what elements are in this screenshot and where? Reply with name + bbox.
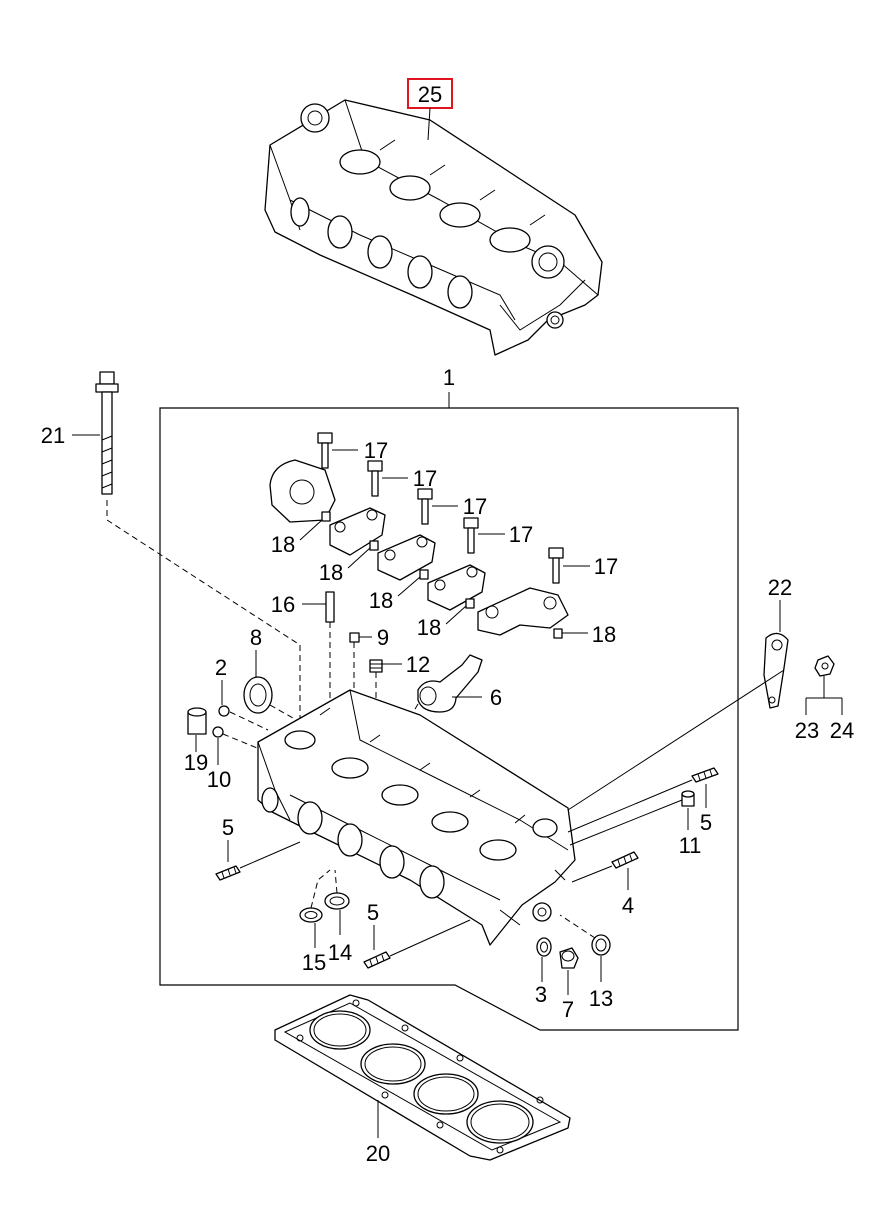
callout-19-label: 19 [184, 750, 208, 775]
plug-9 [349, 632, 360, 643]
callout-23-label: 23 [795, 718, 819, 743]
callout-15-label: 15 [302, 950, 326, 975]
callout-7-label: 7 [562, 997, 574, 1022]
callout-17-d: 17 [509, 522, 533, 547]
oil-seal [243, 676, 273, 714]
callout-18-d: 18 [417, 615, 441, 640]
stud-5-bottom [363, 951, 391, 969]
cam-cap-rear [477, 587, 569, 636]
callout-22-label: 22 [768, 575, 792, 600]
guide-pin [325, 591, 335, 623]
callout-13-label: 13 [589, 986, 613, 1011]
stud-5-left [215, 865, 241, 881]
callout-17-a: 17 [364, 438, 388, 463]
plug-12 [369, 659, 383, 673]
callout-14-label: 14 [328, 940, 352, 965]
cam-cap-front [269, 459, 336, 523]
lifting-bracket [763, 632, 789, 709]
callout-17-leaders [332, 449, 590, 567]
seal-13 [591, 934, 611, 956]
callout-2-label: 2 [215, 655, 227, 680]
stud-5-right [691, 767, 719, 783]
callout-5-b: 5 [700, 810, 712, 835]
cam-cap-4 [427, 564, 486, 611]
bracket-nut [814, 655, 835, 677]
callout-21-label: 21 [41, 423, 65, 448]
ring-14 [324, 892, 350, 910]
callout-6-label: 6 [490, 685, 502, 710]
callout-18-e: 18 [592, 622, 616, 647]
callout-1-label: 1 [443, 365, 455, 390]
head-bolt [95, 371, 119, 495]
callout-5-a: 5 [222, 815, 234, 840]
callout-17-b: 17 [413, 466, 437, 491]
cam-cap-2 [329, 507, 386, 556]
callout-18-c: 18 [369, 588, 393, 613]
callout-25: 25 [407, 78, 453, 141]
callout-9-label: 9 [377, 625, 389, 650]
bushing-11 [681, 790, 695, 807]
callout-3-label: 3 [535, 982, 547, 1007]
callout-17-e: 17 [594, 554, 618, 579]
stud-4 [611, 851, 639, 869]
cylinder-head-drawing [257, 689, 576, 946]
washer-3 [536, 937, 552, 957]
callout-17-c: 17 [463, 494, 487, 519]
ball-plug-10 [212, 726, 224, 738]
callout-18-leaders [299, 519, 588, 634]
plug-7 [559, 947, 579, 969]
callout-8-label: 8 [250, 625, 262, 650]
callout-4-label: 4 [622, 893, 634, 918]
callout-10-label: 10 [207, 767, 231, 792]
callout-11-label: 11 [679, 833, 702, 858]
callout-5-c: 5 [367, 900, 379, 925]
ring-15 [299, 907, 323, 923]
ball-plug-2 [218, 705, 230, 717]
callout-18-b: 18 [319, 560, 343, 585]
head-gasket [274, 994, 571, 1161]
water-outlet-fitting [417, 654, 483, 713]
callout-18-a: 18 [271, 532, 295, 557]
callout-16-label: 16 [271, 592, 295, 617]
cap-bolts [317, 432, 564, 584]
cam-cap-3 [377, 534, 436, 581]
callout-24-label: 24 [830, 718, 854, 743]
callout-12-label: 12 [406, 652, 430, 677]
cap-19 [187, 707, 207, 735]
callout-20-label: 20 [366, 1141, 390, 1166]
cylinder-head-assembly-drawing [264, 99, 603, 356]
callout-25-label: 25 [418, 82, 442, 107]
kit-frame [159, 407, 739, 1031]
